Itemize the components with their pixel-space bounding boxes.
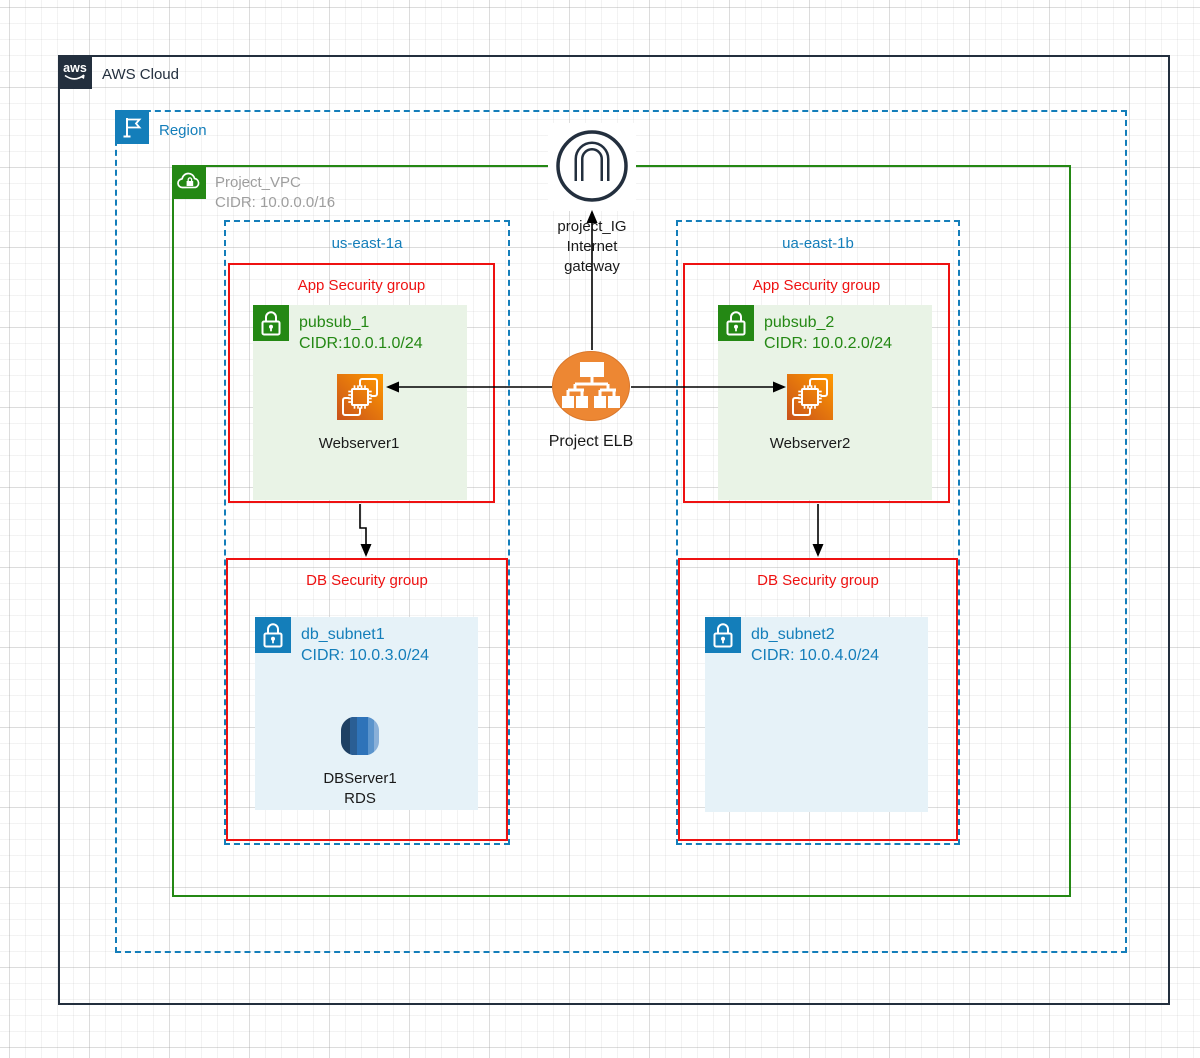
db-sg-right-label: DB Security group [757,572,879,589]
elb-label: Project ELB [548,433,634,450]
vpc-cloud-lock-icon [172,165,206,199]
webserver1-label: Webserver1 [318,435,400,452]
subnet-db2-name: db_subnet2 [751,626,835,643]
subnet-lock-icon [255,617,291,653]
internet-gateway-name: project_IG [557,218,627,235]
internet-gateway-type-line1: Internet [566,238,618,255]
subnet-pubsub1-cidr: CIDR:10.0.1.0/24 [299,335,423,352]
app-sg-right-box: App Security group pubsub_2 CIDR: 10.0.2… [683,263,950,503]
region-flag-icon [115,110,149,144]
region-group: Region [115,110,1127,953]
app-sg-left-box: App Security group pubsub_1 CIDR:10.0.1.… [228,263,495,503]
az-right-box: ua-east-1b [676,220,960,845]
subnet-db1-box: db_subnet1 CIDR: 10.0.3.0/24 [255,617,478,810]
aws-cloud-label: AWS Cloud [102,66,179,83]
subnet-db2-cidr: CIDR: 10.0.4.0/24 [751,647,880,664]
aws-logo-icon: aws [58,55,92,89]
db-sg-right-box: DB Security group db_subnet2 CIDR: 10.0.… [678,558,958,841]
az-left-box: us-east-1a [224,220,510,845]
elastic-load-balancer-icon [552,351,630,421]
subnet-pubsub1-box: pubsub_1 CIDR:10.0.1.0/24 [253,305,467,500]
subnet-db1-cidr: CIDR: 10.0.3.0/24 [301,647,430,664]
az-right-label: ua-east-1b [782,235,854,252]
db-sg-left-label: DB Security group [306,572,428,589]
subnet-lock-icon [253,305,289,341]
db-sg-left-box: DB Security group db_subnet1 CIDR: 10.0.… [226,558,508,841]
subnet-pubsub2-box: pubsub_2 CIDR: 10.0.2.0/24 [718,305,932,500]
aws-cloud-group: aws AWS Cloud [58,55,1170,1005]
vpc-cidr-label: CIDR: 10.0.0.0/16 [215,194,336,211]
app-sg-left-label: App Security group [297,277,426,294]
region-label: Region [159,122,207,139]
subnet-pubsub2-cidr: CIDR: 10.0.2.0/24 [764,335,893,352]
ec2-instance-icon [787,374,833,420]
subnet-db2-box: db_subnet2 CIDR: 10.0.4.0/24 [705,617,928,812]
az-left-label: us-east-1a [331,235,403,252]
subnet-db1-name: db_subnet1 [301,626,385,643]
subnet-lock-icon [718,305,754,341]
ec2-instance-icon [337,374,383,420]
rds-database-icon [337,713,383,759]
dbserver1-label: DBServer1 [323,770,397,787]
internet-gateway-type-line2: gateway [564,258,620,275]
subnet-lock-icon [705,617,741,653]
subnet-pubsub2-name: pubsub_2 [764,314,835,331]
dbserver1-type-label: RDS [344,790,376,807]
vpc-name-label: Project_VPC [215,174,301,191]
app-sg-right-label: App Security group [752,277,881,294]
internet-gateway-icon [550,124,634,208]
svg-text:aws: aws [63,61,87,75]
webserver2-label: Webserver2 [769,435,851,452]
subnet-pubsub1-name: pubsub_1 [299,314,370,331]
